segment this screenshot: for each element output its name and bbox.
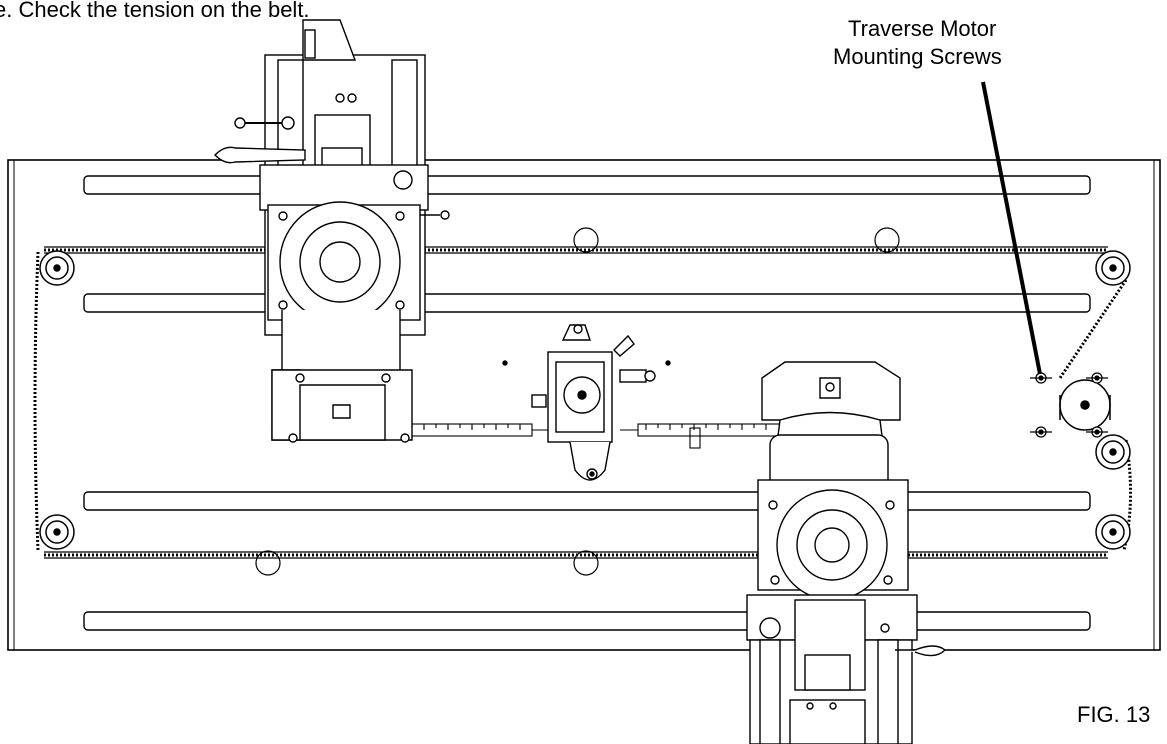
- timing-belt: [33, 246, 1133, 559]
- mounting-slots: [83, 175, 1091, 631]
- center-jig: [502, 324, 671, 481]
- callout-leader-line: [981, 81, 1042, 375]
- instruction-text: e. Check the tension on the belt.: [0, 0, 310, 22]
- callout-line-1: Traverse Motor: [848, 16, 997, 41]
- left-grinder-assembly: [214, 19, 450, 443]
- belt-pulleys: [39, 250, 1131, 550]
- right-grinder-assembly: [746, 361, 947, 744]
- callout-line-2: Mounting Screws: [833, 44, 1002, 69]
- traverse-motor-mounting-screws: [1030, 372, 1108, 438]
- plate-holes: [255, 227, 900, 576]
- figure-label: FIG. 13: [1077, 702, 1151, 727]
- traverse-motor: [1059, 379, 1111, 431]
